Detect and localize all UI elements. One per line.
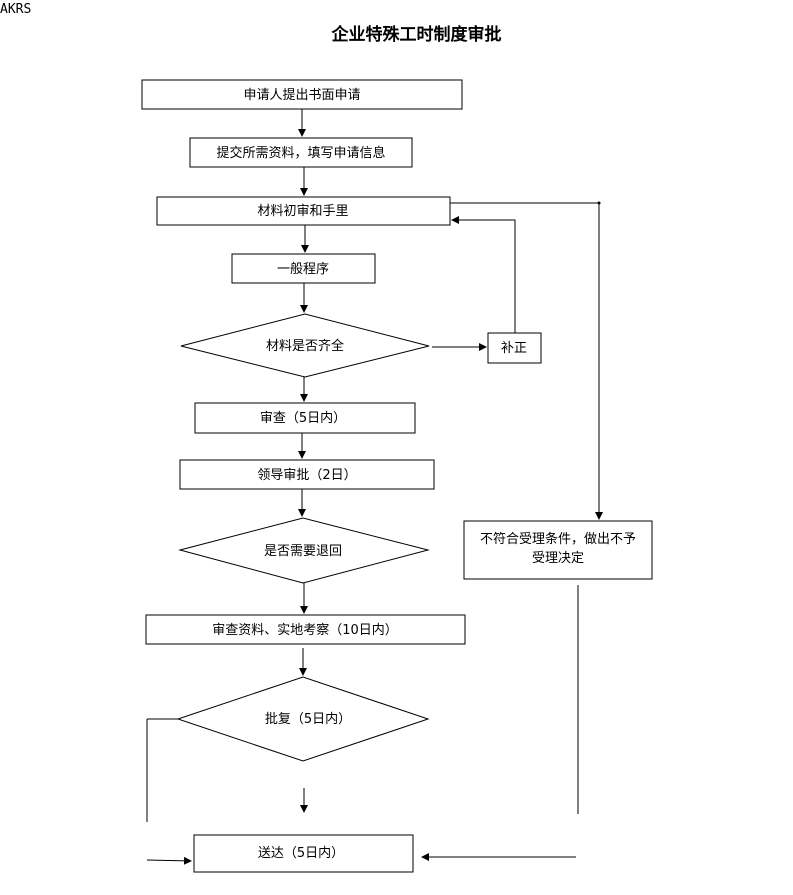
step-submit-label: 提交所需资料，填写申请信息: [216, 145, 385, 161]
step-apply-label: 申请人提出书面申请: [243, 87, 360, 103]
decision-return-check: 是否需要退回: [178, 517, 430, 584]
step-inspect: 审查资料、实地考察（10日内）: [145, 614, 466, 645]
document-code: AKRS: [0, 2, 32, 17]
decision-complete-check: 材料是否齐全: [180, 313, 430, 378]
page-title: 企业特殊工时制度审批: [331, 25, 502, 45]
step-initial-review-label: 材料初审和手里: [257, 204, 348, 219]
step-supplement: 补正: [487, 332, 542, 364]
step-review: 审查（5日内）: [194, 402, 416, 434]
step-leader-label: 领导审批（2日）: [257, 468, 356, 483]
decision-reply-label: 批复（5日内）: [265, 711, 351, 727]
step-reject-label-2: 受理决定: [532, 551, 584, 566]
step-reject: 不符合受理条件，做出不予 受理决定: [463, 520, 653, 580]
step-inspect-label: 审查资料、实地考察（10日内）: [212, 622, 398, 638]
step-apply: 申请人提出书面申请: [141, 79, 463, 110]
step-leader: 领导审批（2日）: [179, 459, 435, 490]
decision-reply: 批复（5日内）: [176, 676, 430, 762]
step-deliver-label: 送达（5日内）: [258, 845, 344, 861]
step-supplement-label: 补正: [501, 341, 527, 356]
step-general-label: 一般程序: [277, 261, 329, 277]
step-review-label: 审查（5日内）: [260, 410, 346, 426]
decision-complete-check-label: 材料是否齐全: [266, 338, 344, 354]
step-general: 一般程序: [231, 253, 376, 284]
step-initial-review: 材料初审和手里: [156, 196, 451, 226]
step-reject-label-1: 不符合受理条件，做出不予: [480, 531, 636, 547]
step-deliver: 送达（5日内）: [193, 834, 414, 873]
arrow-supplement-loop: [451, 216, 516, 333]
decision-return-check-label: 是否需要退回: [264, 544, 342, 559]
arrow-to-deliver-left: [146, 856, 192, 865]
junction-dot: [597, 201, 601, 205]
step-submit: 提交所需资料，填写申请信息: [189, 137, 413, 168]
